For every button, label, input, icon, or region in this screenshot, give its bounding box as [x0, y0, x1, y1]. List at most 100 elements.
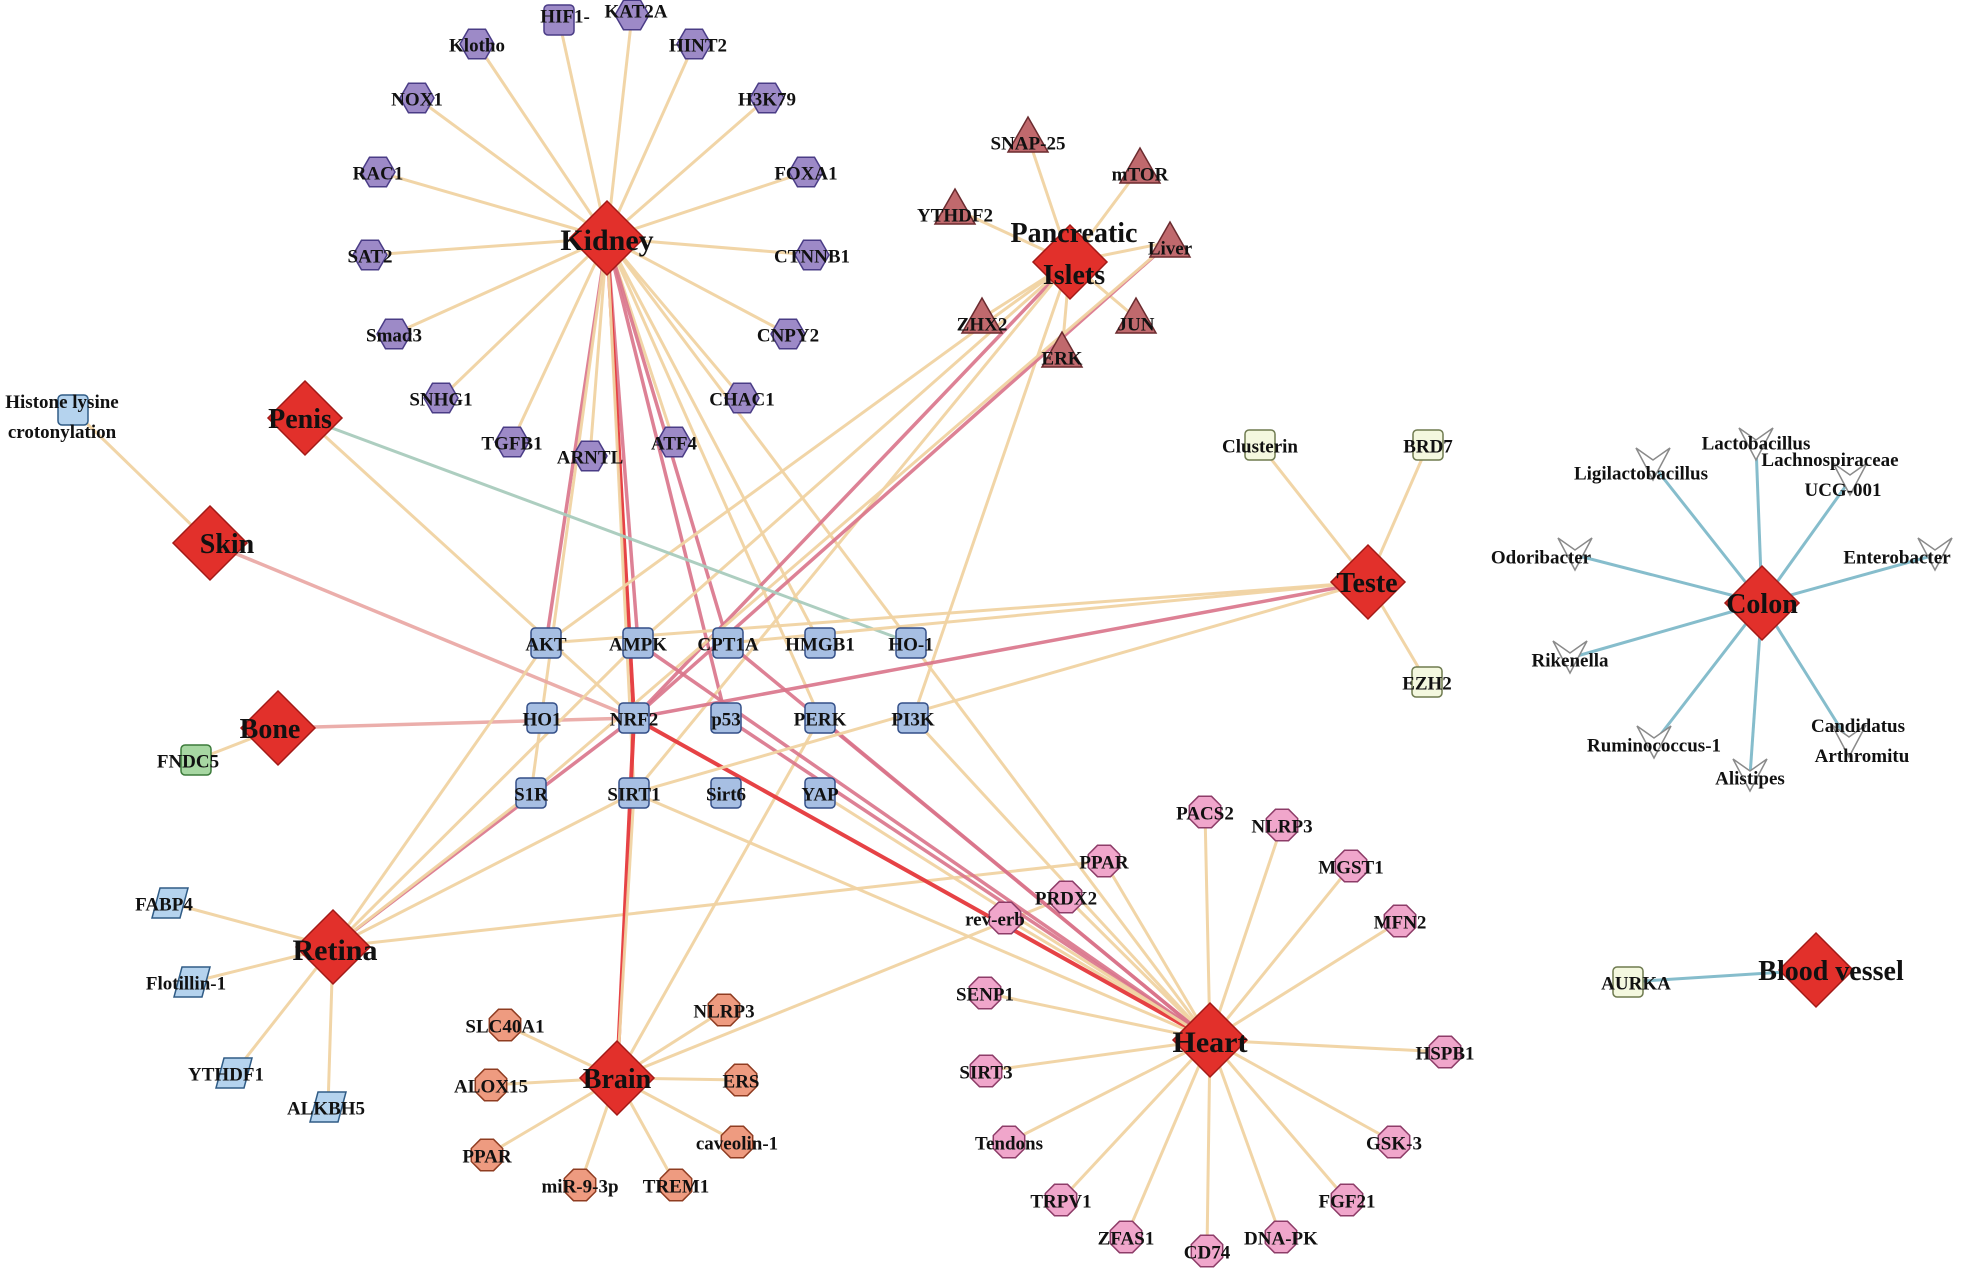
- node-s1r-shape: [515, 777, 547, 809]
- node-label-akt: AKT: [525, 634, 567, 655]
- node-slc40a1: SLC40A1: [465, 1008, 545, 1042]
- node-label-nlrp3b: NLRP3: [693, 1001, 754, 1022]
- edge-kidney-kat2a: [605, 14, 634, 239]
- node-label-alistipes: Alistipes: [1715, 768, 1785, 789]
- node-label-snhg1: SNHG1: [409, 389, 472, 410]
- node-alkbh5: ALKBH5: [287, 1091, 365, 1123]
- edge-retina-s1r: [332, 791, 532, 949]
- node-cd74: CD74: [1184, 1234, 1231, 1268]
- edge-pancreatic-sirt1: [632, 261, 1072, 794]
- hub-blood-diamond: [1777, 931, 1855, 1009]
- node-alistipes: Alistipes: [1715, 758, 1785, 793]
- node-hspb1-shape: [1428, 1035, 1462, 1069]
- edge-heart-senp1: [984, 991, 1211, 1042]
- node-label-brd7: BRD7: [1403, 436, 1453, 457]
- edge-heart-dnapk: [1208, 1039, 1283, 1238]
- node-akt: AKT: [525, 627, 567, 659]
- node-rikenella: Rikenella: [1531, 640, 1609, 675]
- node-tgfb1: TGFB1: [481, 426, 543, 458]
- edge-retina-ppar_h: [332, 859, 1105, 949]
- node-aurka-shape: [1612, 966, 1644, 998]
- hub-heart: Heart: [1171, 1001, 1249, 1079]
- node-foxa1: FOXA1: [774, 156, 838, 188]
- node-caveolin: caveolin-1: [696, 1125, 778, 1159]
- node-label-ho1b: HO-1: [888, 634, 933, 655]
- node-lactobacillus: Lactobacillus: [1702, 427, 1810, 462]
- edge-kidney-foxa1: [606, 170, 807, 240]
- hub-teste: Teste: [1329, 543, 1407, 621]
- node-hif1-shape: [543, 4, 575, 36]
- node-ythdf1: YTHDF1: [188, 1057, 264, 1089]
- edge-kidney-arntl: [588, 237, 609, 457]
- node-label-ythdf2: YTHDF2: [917, 205, 993, 226]
- node-enterobacter-shape: [1917, 537, 1953, 572]
- node-label-pi3k: PI3K: [891, 709, 935, 730]
- node-erk: ERK: [1040, 330, 1084, 369]
- node-clusterin-shape: [1244, 429, 1276, 461]
- node-sat2-shape: [352, 239, 388, 271]
- edge-brain-perk: [615, 717, 822, 1079]
- edge-heart-pacs2: [1203, 811, 1212, 1041]
- node-label-gsk3: GSK-3: [1366, 1133, 1422, 1154]
- hub-bone-diamond: [239, 689, 317, 767]
- edge-heart-pi3k: [911, 716, 1212, 1042]
- node-nlrp3b: NLRP3: [693, 993, 755, 1027]
- edge-kidney-p53: [605, 237, 728, 719]
- node-label-hmgb1: HMGB1: [785, 634, 855, 655]
- node-ythdf2-shape: [933, 187, 977, 225]
- hub-brain-diamond: [578, 1039, 656, 1117]
- node-pacs2-shape: [1188, 795, 1222, 829]
- node-mtor: mTOR: [1112, 146, 1169, 185]
- node-label-ligilacto: Ligilactobacillus: [1574, 463, 1708, 484]
- node-label-arntl: ARNTL: [557, 447, 624, 468]
- edge-heart-sirt3: [985, 1038, 1211, 1073]
- node-trpv1-shape: [1044, 1183, 1078, 1217]
- node-alkbh5-shape: [309, 1091, 347, 1123]
- node-label-prdx2: PRDX2: [1035, 888, 1097, 909]
- node-nox1-shape: [399, 82, 435, 114]
- hub-heart-diamond: [1171, 1001, 1249, 1079]
- node-label-nox1: NOX1: [391, 89, 443, 110]
- node-fndc5: FNDC5: [157, 744, 219, 776]
- node-label-foxa1: FOXA1: [774, 163, 837, 184]
- node-prdx2: PRDX2: [1035, 880, 1097, 914]
- node-label-hif1: HIF1-: [540, 6, 590, 27]
- node-foxa1-shape: [788, 156, 824, 188]
- node-klotho-shape: [459, 28, 495, 60]
- node-ppar_b-shape: [470, 1138, 504, 1172]
- node-sirt6-shape: [710, 777, 742, 809]
- hub-kidney-diamond: [568, 199, 646, 277]
- edge-colon-rumino: [1652, 602, 1764, 744]
- edge-kidney-h3k79: [606, 96, 768, 240]
- node-label-p53: p53: [711, 709, 741, 730]
- node-lachno-shape: [1832, 462, 1868, 497]
- node-chac1: CHAC1: [709, 382, 775, 414]
- node-ers: ERS: [723, 1063, 759, 1097]
- node-label-cd74: CD74: [1184, 1242, 1231, 1263]
- node-label-klotho: Klotho: [449, 35, 505, 56]
- node-arntl: ARNTL: [557, 440, 624, 472]
- node-brd7-shape: [1412, 429, 1444, 461]
- node-label-enterobacter: Enterobacter: [1843, 547, 1951, 568]
- node-ezh2-shape: [1411, 666, 1443, 698]
- node-ppar_b: PPAR: [462, 1138, 512, 1172]
- edge-kidney-snhg1: [439, 236, 609, 400]
- node-label-hspb1: HSPB1: [1415, 1043, 1474, 1064]
- node-ho1b-shape: [895, 627, 927, 659]
- hub-label-colon: Colon: [1726, 589, 1798, 620]
- node-label-pacs2: PACS2: [1176, 803, 1234, 824]
- hub-label-penis: Penis: [268, 404, 332, 435]
- node-perk: PERK: [794, 702, 847, 734]
- node-label-sirt3: SIRT3: [959, 1062, 1012, 1083]
- node-label-kat2a: KAT2A: [605, 1, 668, 22]
- node-prdx2-shape: [1049, 880, 1083, 914]
- hub-label-teste: Teste: [1336, 568, 1397, 599]
- node-lactobacillus-shape: [1738, 427, 1774, 462]
- node-ezh2: EZH2: [1402, 666, 1452, 698]
- node-hspb1: HSPB1: [1415, 1035, 1475, 1069]
- edge-heart-tendons: [1008, 1038, 1211, 1144]
- node-dnapk: DNA-PK: [1244, 1220, 1318, 1254]
